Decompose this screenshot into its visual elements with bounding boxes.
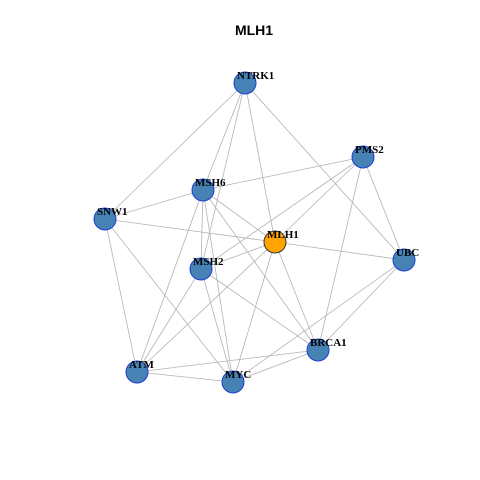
node-label-mlh1: MLH1 (267, 229, 299, 241)
edge-mlh1-atm (136, 241, 276, 373)
node-atm[interactable] (125, 360, 149, 384)
edge-msh6-atm (136, 189, 204, 373)
edge-msh2-brca1 (200, 268, 319, 351)
edge-mlh1-msh2 (200, 241, 276, 270)
edge-msh2-myc (200, 268, 234, 383)
edge-ntrk1-mlh1 (244, 82, 276, 243)
node-label-msh6: MSH6 (195, 177, 226, 189)
node-mlh1[interactable] (263, 230, 287, 254)
node-label-brca1: BRCA1 (310, 337, 347, 349)
node-label-pms2: PMS2 (355, 144, 384, 156)
edge-snw1-mlh1 (104, 218, 276, 243)
node-pms2[interactable] (351, 145, 375, 169)
node-ubc[interactable] (392, 248, 416, 272)
node-label-ubc: UBC (396, 247, 419, 259)
node-msh6[interactable] (191, 178, 215, 202)
node-snw1[interactable] (93, 207, 117, 231)
node-label-snw1: SNW1 (97, 206, 128, 218)
edge-atm-myc (136, 371, 234, 383)
edge-ubc-myc (232, 259, 405, 383)
edge-snw1-msh6 (104, 189, 204, 220)
graph-title: MLH1 (235, 22, 273, 38)
node-myc[interactable] (221, 370, 245, 394)
edge-msh6-msh2 (200, 189, 204, 270)
edge-ntrk1-snw1 (104, 82, 246, 220)
edge-ntrk1-ubc (244, 82, 405, 261)
node-msh2[interactable] (189, 257, 213, 281)
edge-pms2-msh6 (202, 156, 364, 191)
edge-snw1-atm (104, 218, 138, 373)
edge-mlh1-ubc (274, 241, 405, 261)
edge-msh6-brca1 (202, 189, 319, 351)
edge-brca1-atm (136, 349, 319, 373)
edge-mlh1-myc (232, 241, 276, 383)
edge-msh6-myc (202, 189, 234, 383)
edge-ntrk1-msh2 (200, 82, 246, 270)
edge-pms2-msh2 (200, 156, 364, 270)
edge-layer (104, 82, 405, 383)
edge-pms2-ubc (362, 156, 405, 261)
edge-pms2-mlh1 (274, 156, 364, 243)
node-label-myc: MYC (225, 369, 251, 381)
edge-ntrk1-msh6 (202, 82, 246, 191)
node-ntrk1[interactable] (233, 71, 257, 95)
edge-msh2-atm (136, 268, 202, 373)
node-label-msh2: MSH2 (193, 256, 224, 268)
node-brca1[interactable] (306, 338, 330, 362)
edge-mlh1-brca1 (274, 241, 319, 351)
node-layer (93, 71, 416, 394)
edge-msh6-mlh1 (202, 189, 276, 243)
node-label-atm: ATM (129, 359, 154, 371)
edge-pms2-brca1 (317, 156, 364, 351)
edge-brca1-myc (232, 349, 319, 383)
edge-ubc-brca1 (317, 259, 405, 351)
node-label-ntrk1: NTRK1 (237, 70, 274, 82)
edge-snw1-myc (104, 218, 234, 383)
